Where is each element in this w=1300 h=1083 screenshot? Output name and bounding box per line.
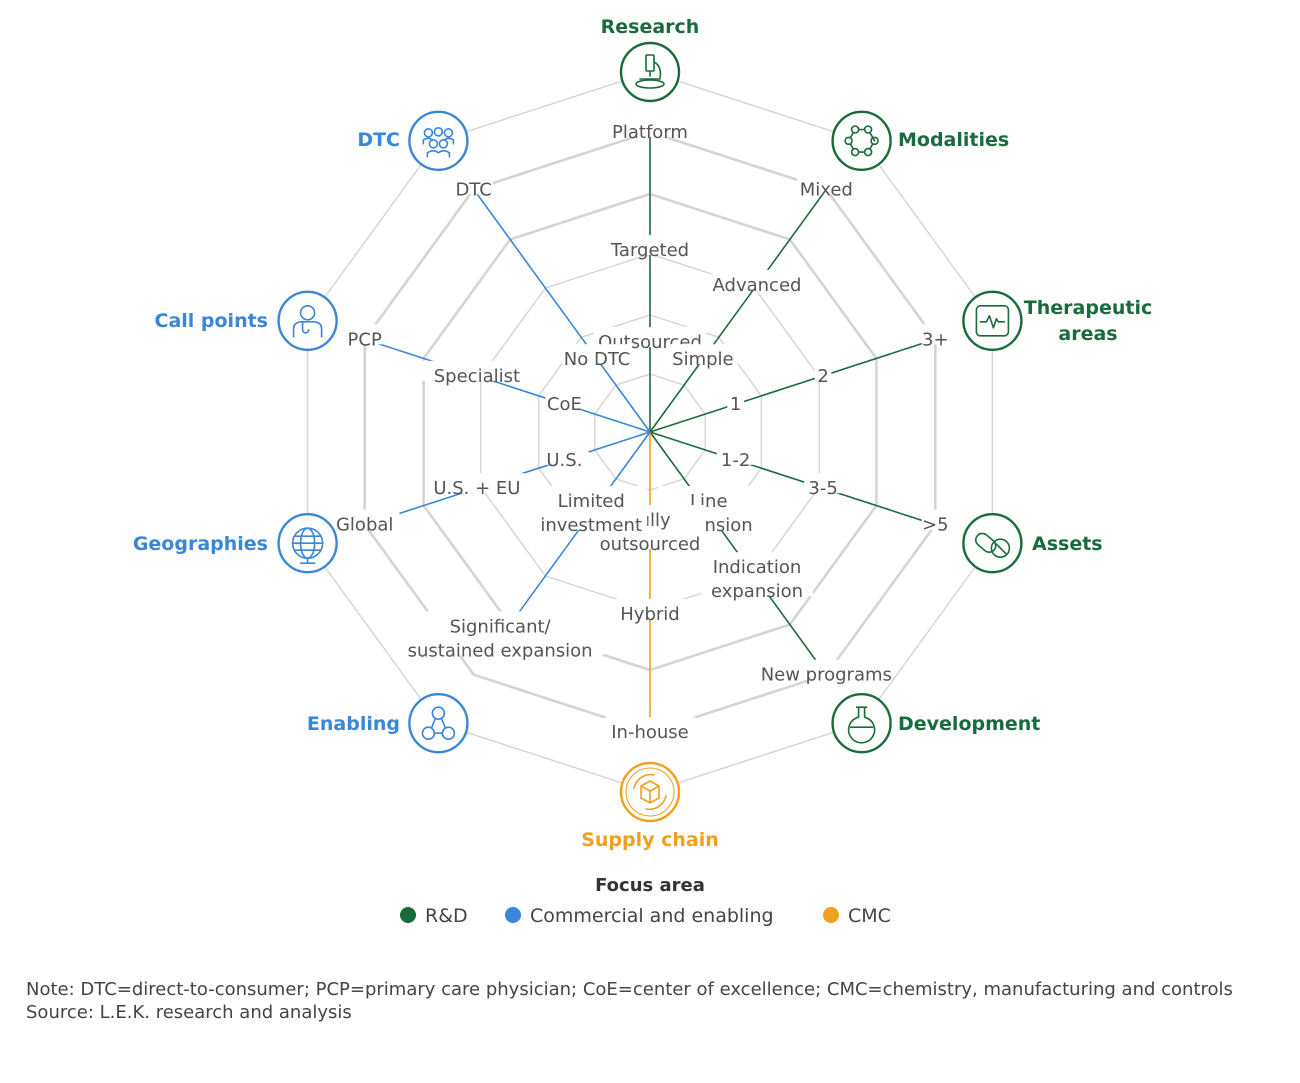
axis-title-modalities: Modalities: [898, 129, 1009, 151]
level-label-therapeutic: 2: [817, 366, 828, 387]
microscope-icon: [619, 41, 681, 103]
label-backing: [716, 444, 755, 465]
box-cycle-icon: [619, 761, 681, 823]
label-backing: [615, 599, 685, 619]
label-backing: [604, 117, 696, 137]
level-label-enabling: Significant/: [450, 616, 552, 637]
legend-title: Focus area: [595, 875, 705, 896]
axis-title-therapeutic: areas: [1058, 323, 1117, 345]
spoke-modalities: [649, 188, 827, 433]
axis-title-callpoints: Call points: [155, 310, 269, 332]
spoke-dtc: [473, 188, 651, 433]
level-label-therapeutic: 1: [730, 394, 741, 415]
doctor-icon: [277, 290, 338, 351]
axis-title-enabling: Enabling: [307, 713, 400, 735]
level-label-geographies: U.S. + EU: [433, 478, 520, 499]
level-label-dtc: DTC: [456, 179, 492, 200]
label-backing: [921, 509, 949, 530]
level-label-development: New programs: [761, 665, 892, 686]
label-backing: [396, 611, 604, 656]
level-label-supply: In-house: [611, 722, 689, 743]
level-label-enabling: Limited: [558, 491, 625, 512]
level-label-modalities: Simple: [672, 349, 733, 370]
level-label-research: Platform: [612, 122, 688, 143]
label-backing: [727, 389, 744, 410]
legend-dot: [505, 907, 521, 923]
level-label-callpoints: PCP: [348, 329, 382, 350]
label-backing: [604, 717, 696, 737]
axis-title-dtc: DTC: [357, 129, 400, 151]
spoke-enabling: [499, 431, 651, 639]
label-backing: [814, 360, 832, 381]
axis-title-development: Development: [898, 713, 1040, 735]
level-label-supply: Hybrid: [620, 604, 679, 625]
label-backing: [562, 344, 632, 365]
level-label-development: expansion: [711, 581, 803, 602]
level-label-modalities: Advanced: [713, 275, 802, 296]
label-backing: [604, 235, 696, 255]
pills-icon: [962, 513, 1023, 574]
legend-item-label: CMC: [848, 905, 891, 927]
label-backing: [701, 552, 813, 597]
network-people-icon: [408, 693, 469, 754]
axis-title-supply: Supply chain: [581, 829, 719, 851]
source-text: Source: L.E.K. research and analysis: [26, 1002, 352, 1023]
label-backing: [426, 473, 528, 494]
globe-icon: [277, 513, 338, 574]
label-backing: [545, 389, 584, 410]
spoke-callpoints: [364, 338, 651, 433]
label-backing: [329, 509, 400, 530]
level-label-callpoints: CoE: [547, 394, 582, 415]
legend-dot: [823, 907, 839, 923]
label-backing: [921, 324, 949, 345]
label-backing: [711, 269, 803, 290]
axis-title-assets: Assets: [1032, 533, 1103, 555]
level-label-therapeutic: 3+: [922, 329, 949, 350]
level-label-geographies: Global: [336, 515, 393, 536]
level-label-assets: >5: [922, 515, 949, 536]
level-label-assets: 3-5: [808, 478, 837, 499]
axis-title-therapeutic: Therapeutic: [1024, 297, 1152, 319]
legend-item-label: Commercial and enabling: [530, 905, 774, 927]
level-label-dtc: No DTC: [564, 349, 631, 370]
note-text: Note: DTC=direct-to-consumer; PCP=primar…: [26, 979, 1233, 1000]
flask-icon: [831, 693, 892, 754]
level-label-supply: outsourced: [600, 534, 701, 555]
level-label-geographies: U.S.: [546, 450, 582, 471]
axis-icons: [277, 41, 1023, 823]
label-backing: [594, 327, 706, 347]
footnote: Note: DTC=direct-to-consumer; PCP=primar…: [26, 978, 1276, 1024]
spoke-assets: [649, 431, 936, 526]
axis-title-research: Research: [601, 16, 700, 38]
label-backing: [759, 659, 893, 680]
label-backing: [345, 324, 384, 345]
people-group-icon: [408, 110, 469, 172]
level-label-modalities: Mixed: [800, 179, 853, 200]
legend-dot: [400, 907, 416, 923]
level-label-enabling: investment: [540, 515, 642, 536]
legend: Focus area R&D Commercial and enabling CMC: [400, 875, 891, 927]
label-backing: [668, 344, 738, 365]
label-backing: [454, 174, 493, 195]
level-label-development: Indication: [713, 557, 802, 578]
label-backing: [804, 473, 842, 494]
label-backing: [796, 174, 856, 195]
molecule-icon: [831, 110, 892, 172]
level-label-enabling: sustained expansion: [408, 640, 593, 661]
level-label-assets: 1-2: [721, 450, 750, 471]
legend-item-label: R&D: [425, 905, 468, 927]
axis-title-geographies: Geographies: [133, 533, 268, 555]
level-labels: OutsourcedTargetedPlatformSimpleAdvanced…: [329, 117, 949, 743]
heart-monitor-icon: [962, 290, 1023, 351]
level-label-research: Targeted: [610, 240, 689, 261]
spoke-therapeutic: [649, 338, 936, 433]
label-backing: [535, 485, 648, 530]
label-backing: [420, 360, 533, 381]
level-label-callpoints: Specialist: [434, 366, 520, 387]
label-backing: [540, 444, 589, 465]
radar-diagram: OutsourcedTargetedPlatformSimpleAdvanced…: [133, 16, 1152, 927]
